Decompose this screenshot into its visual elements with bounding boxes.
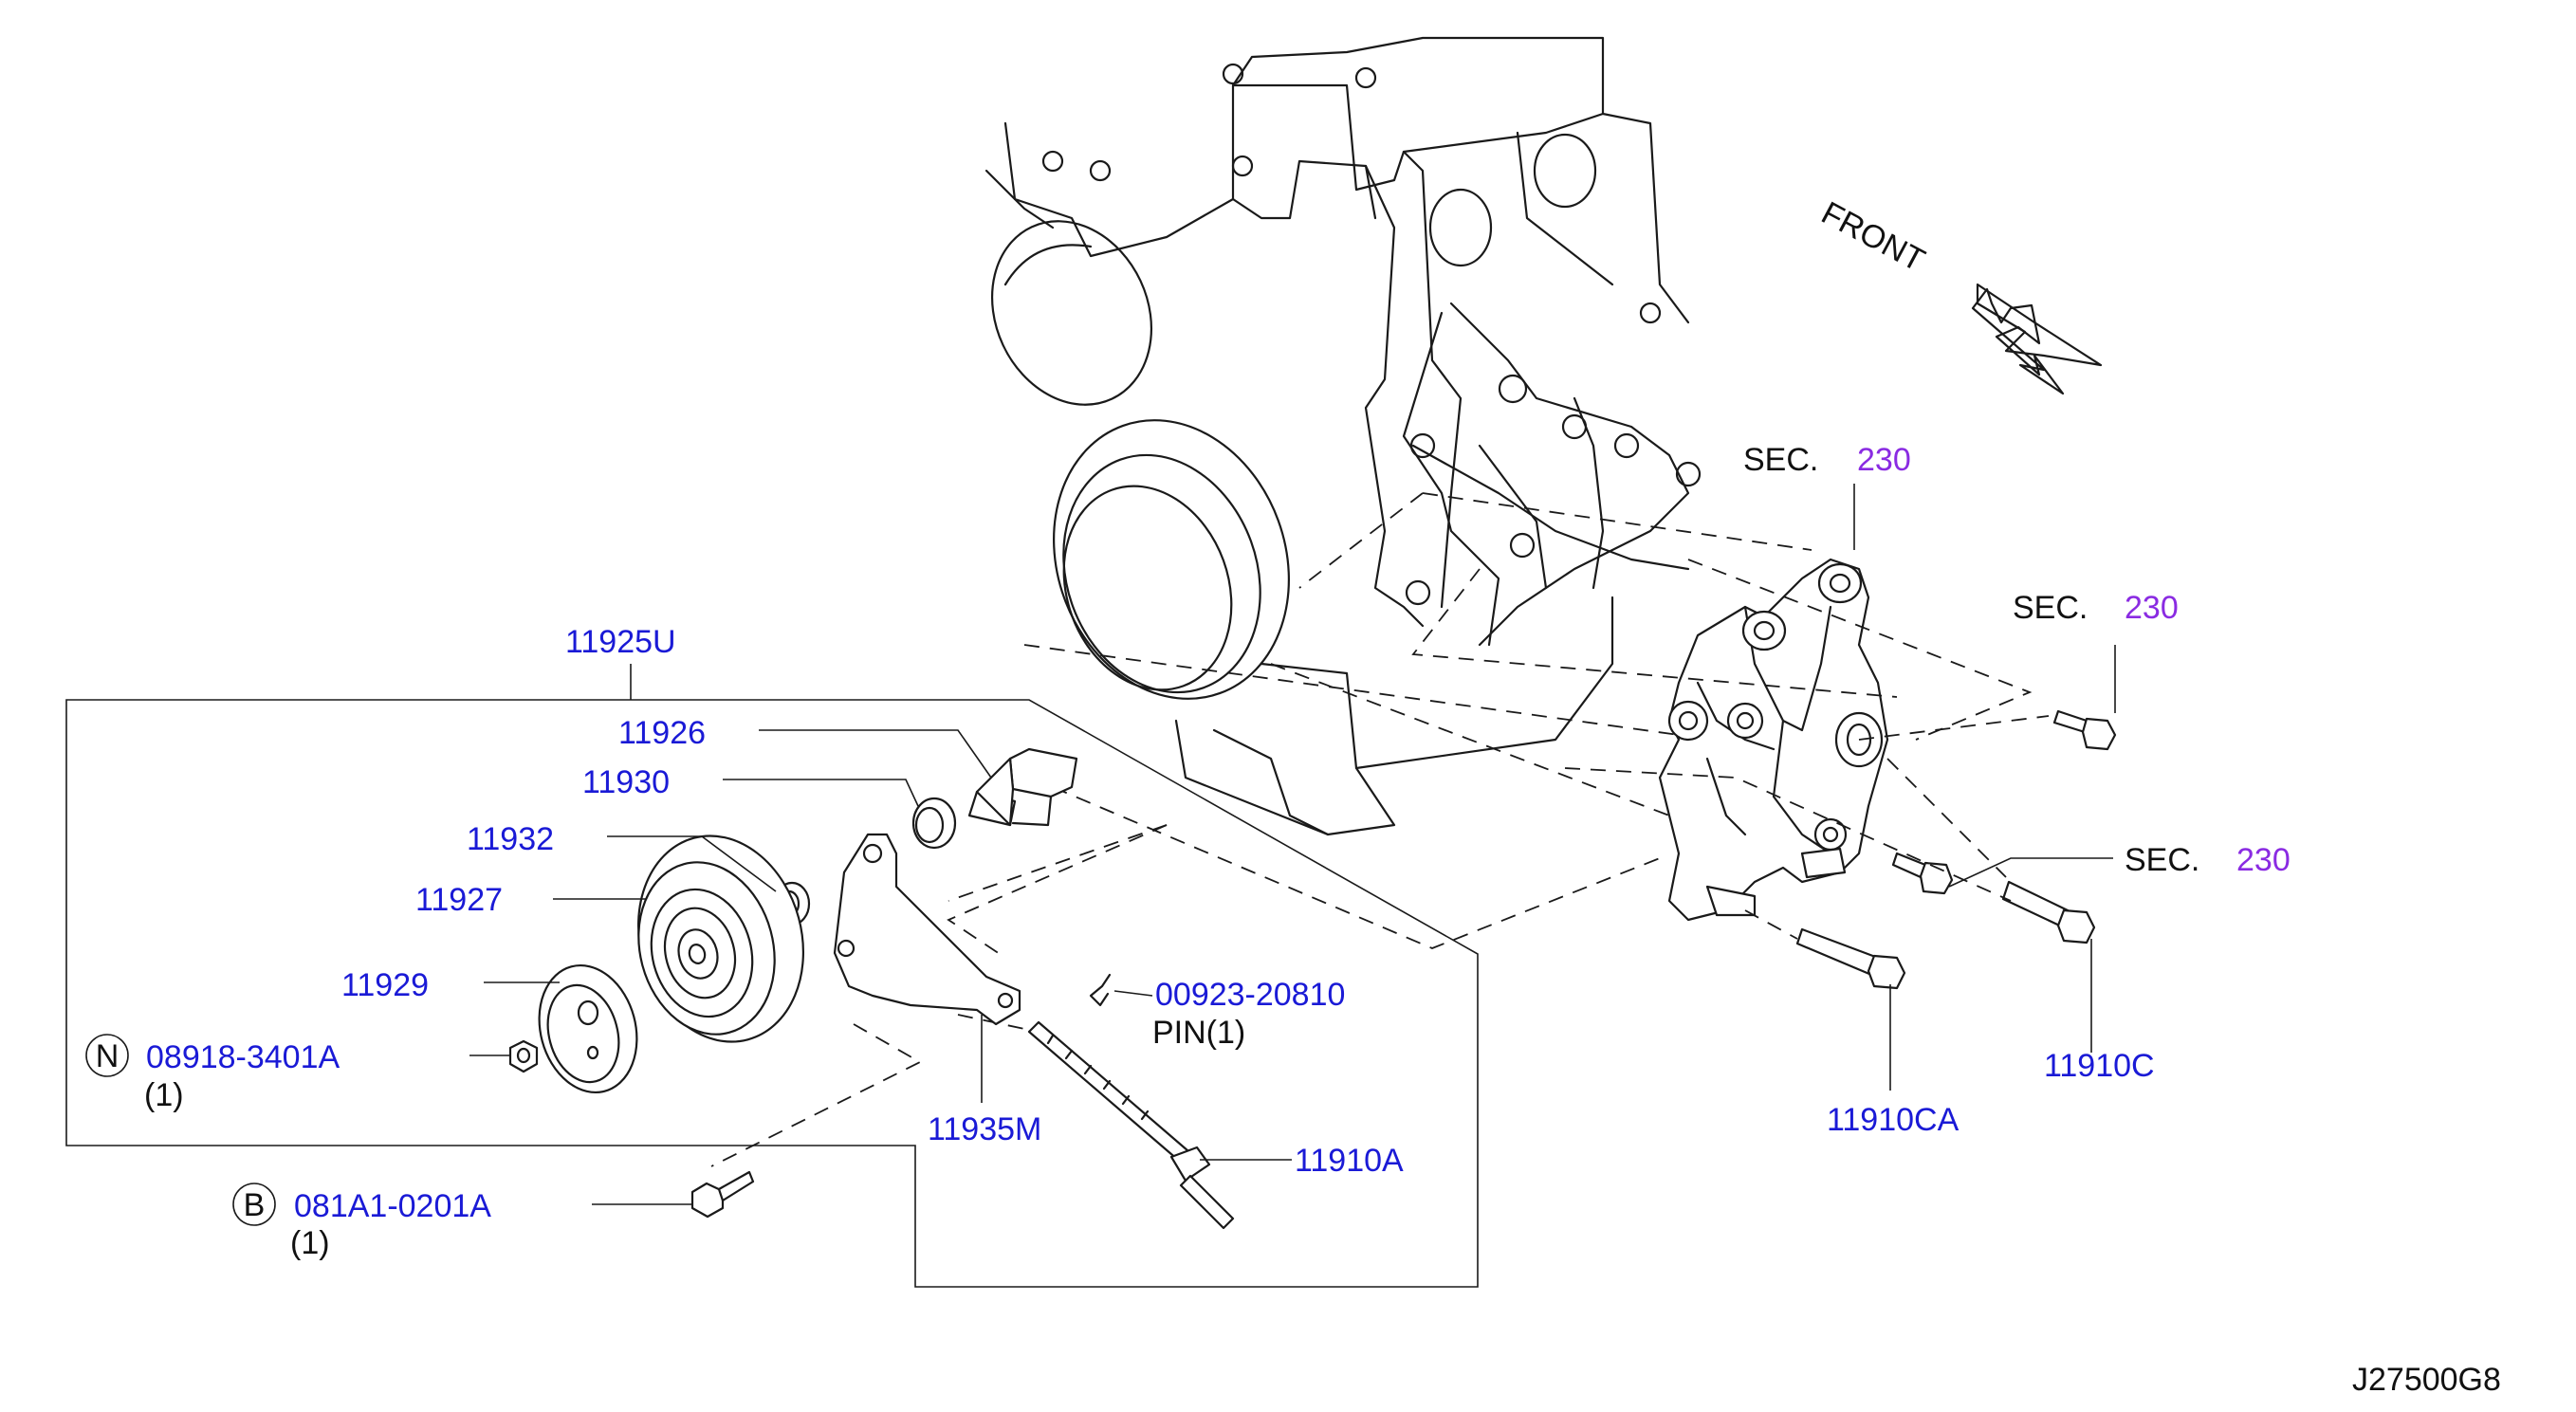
bracket-11935m	[833, 833, 1021, 1026]
washer-11930	[911, 797, 957, 850]
label-08918-3401a: 08918-3401A	[146, 1039, 340, 1075]
label-00923-20810: 00923-20810	[1155, 977, 1345, 1013]
callout-labels: 11925U 11926 11930 11932 11927 11929 N 0…	[85, 442, 2501, 1398]
diagram-id: J27500G8	[2352, 1362, 2501, 1398]
label-11929: 11929	[341, 967, 429, 1003]
pulley-11927	[637, 834, 804, 1043]
sec-number-1: 230	[1857, 442, 1911, 478]
nut-08918-3401a	[508, 1039, 539, 1073]
front-label: FRONT	[1815, 195, 1930, 280]
sec-number-2: 230	[2125, 590, 2179, 626]
bolt-11910c	[2001, 880, 2096, 944]
bolt-qty: (1)	[290, 1225, 330, 1261]
label-11932: 11932	[467, 821, 554, 857]
nut-marker-circle	[85, 1034, 129, 1077]
label-11927: 11927	[415, 882, 503, 918]
leader-lines	[469, 484, 2116, 1205]
label-11925u: 11925U	[565, 624, 676, 660]
sec-230-bolt-upper	[2052, 709, 2117, 751]
sec-label-2: SEC.	[2013, 590, 2088, 626]
pin-label: PIN(1)	[1152, 1015, 1245, 1051]
front-arrow-icon	[1971, 287, 2065, 395]
alternator-bracket	[1658, 558, 1889, 922]
pin-00923-20810	[1089, 973, 1112, 1007]
alignment-lines	[710, 492, 2050, 1167]
engine-block	[984, 36, 1702, 836]
label-11930: 11930	[582, 764, 670, 800]
plate-11929	[538, 963, 638, 1094]
label-11935m: 11935M	[928, 1111, 1041, 1147]
bolt-081a1-0201a	[690, 1170, 755, 1219]
sec-label-1: SEC.	[1743, 442, 1818, 478]
nut-marker: N	[96, 1038, 120, 1074]
front-indicator: FRONT	[1815, 195, 2103, 395]
nut-qty: (1)	[144, 1077, 184, 1113]
stud-11926	[967, 747, 1078, 827]
bolt-11910a	[1027, 1020, 1235, 1230]
sec-number-3: 230	[2236, 842, 2291, 878]
bolt-marker-circle	[232, 1183, 276, 1226]
assembly-frame	[65, 699, 1479, 1288]
label-081a1-0201a: 081A1-0201A	[294, 1188, 491, 1224]
sec-230-bolt-lower	[1891, 852, 1954, 895]
bolt-marker: B	[244, 1187, 266, 1223]
label-11910a: 11910A	[1295, 1143, 1404, 1179]
label-11910c: 11910C	[2044, 1048, 2155, 1084]
label-11926: 11926	[618, 715, 706, 751]
bolt-11910ca	[1795, 927, 1906, 990]
label-11910ca: 11910CA	[1827, 1102, 1960, 1138]
sec-label-3: SEC.	[2125, 842, 2199, 878]
